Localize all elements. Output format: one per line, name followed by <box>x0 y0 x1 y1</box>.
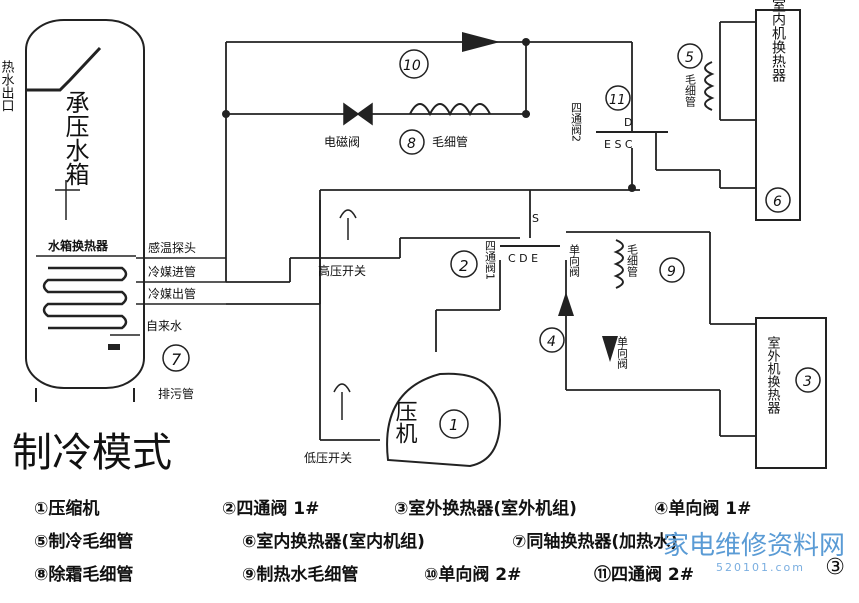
capillary-5-coil <box>704 61 715 111</box>
solenoid-valve-symbol <box>343 102 373 126</box>
check-valve-4-arrow <box>558 292 574 316</box>
watermark-url: 520101.com <box>716 561 805 574</box>
four-way-valve-2-label: 四通阀2 <box>570 102 583 142</box>
num-1: 1 <box>449 416 459 434</box>
legend-item-7: ⑦同轴换热器(加热水) <box>512 532 678 552</box>
refrigerant-out-label: 冷媒出管 <box>148 286 196 301</box>
legend-row-3: ⑧除霜毛细管 ⑨制热水毛细管 ⑩单向阀 2# ⑪四通阀 2# <box>34 560 834 593</box>
port-d-label: D <box>624 116 632 129</box>
watermark-brand: 家电维修资料网 <box>662 531 845 561</box>
num-4: 4 <box>547 334 556 350</box>
check-valve-1-label: 单向阀 <box>568 244 581 278</box>
high-pressure-switch-label: 高压开关 <box>318 263 366 278</box>
num-5: 5 <box>685 50 694 66</box>
capillary-5-label: 毛细管 <box>684 74 697 108</box>
num-2: 2 <box>459 257 469 275</box>
legend-item-3: ③室外换热器(室外机组) <box>394 499 577 519</box>
tank-title: 承压水箱 <box>61 90 89 186</box>
solenoid-valve-label: 电磁阀 <box>324 134 360 149</box>
refrigerant-in-label: 冷媒进管 <box>148 264 196 279</box>
drain-pipe-label: 排污管 <box>158 386 194 401</box>
capillary-9-coil <box>613 239 624 289</box>
check-valve-10-arrow <box>462 32 500 52</box>
legend-item-8: ⑧除霜毛细管 <box>34 565 134 585</box>
legend-item-4: ④单向阀 1# <box>654 499 752 519</box>
indoor-exchanger-label: 室内机换热器 <box>770 0 786 82</box>
legend-item-1: ①压缩机 <box>34 499 100 519</box>
num-7: 7 <box>171 350 182 369</box>
num-10: 10 <box>403 58 421 74</box>
capillary-8-label: 毛细管 <box>432 134 468 149</box>
four-way-valve-1-label: 四通阀1 <box>484 240 497 280</box>
legend-item-2: ②四通阀 1# <box>222 499 320 519</box>
tank-heat-exchanger-coil <box>36 255 136 330</box>
check-valve-2-label: 单向阀 <box>616 336 629 370</box>
legend-item-10: ⑩单向阀 2# <box>424 565 522 585</box>
compressor-label: 压机 <box>392 400 418 444</box>
check-valve-2-arrow <box>602 336 618 362</box>
legend-item-6: ⑥室内换热器(室内机组) <box>242 532 425 552</box>
temp-probe-label: 感温探头 <box>148 240 196 255</box>
num-6: 6 <box>773 194 782 210</box>
capillary-8-coil <box>409 103 491 117</box>
legend-item-9: ⑨制热水毛细管 <box>242 565 359 585</box>
num-11: 11 <box>609 93 626 108</box>
port-s-label: S <box>532 212 539 225</box>
capillary-9-label: 毛细管 <box>626 244 639 278</box>
mode-title: 制冷模式 <box>12 430 172 476</box>
outdoor-exchanger-label: 室外机换热器 <box>765 335 781 415</box>
low-pressure-switch-label: 低压开关 <box>304 451 352 465</box>
tap-water-label: 自来水 <box>146 319 182 333</box>
compressor-symbol <box>386 372 502 468</box>
low-pressure-switch-symbol <box>333 383 351 420</box>
tank-exchanger-label: 水箱换热器 <box>48 238 109 253</box>
page-number: ③ <box>825 555 845 580</box>
ports-cde-label: C D E <box>508 252 538 265</box>
legend-row-2: ⑤制冷毛细管 ⑥室内换热器(室内机组) ⑦同轴换热器(加热水) <box>34 527 834 560</box>
num-8: 8 <box>407 136 416 152</box>
pressure-water-tank <box>25 19 145 402</box>
num-9: 9 <box>667 264 676 280</box>
ports-esc-label: E S C <box>604 138 633 151</box>
junctions <box>222 38 636 192</box>
high-pressure-switch-symbol <box>339 209 357 240</box>
pipe-network <box>225 21 756 441</box>
legend-item-5: ⑤制冷毛细管 <box>34 532 134 552</box>
legend-row-1: ①压缩机 ②四通阀 1# ③室外换热器(室外机组) ④单向阀 1# <box>34 494 834 527</box>
legend: ①压缩机 ②四通阀 1# ③室外换热器(室外机组) ④单向阀 1# ⑤制冷毛细管… <box>34 494 834 593</box>
hot-water-outlet-label: 热水出口 <box>0 60 14 112</box>
num-3: 3 <box>803 374 812 390</box>
legend-item-11: ⑪四通阀 2# <box>594 565 694 585</box>
